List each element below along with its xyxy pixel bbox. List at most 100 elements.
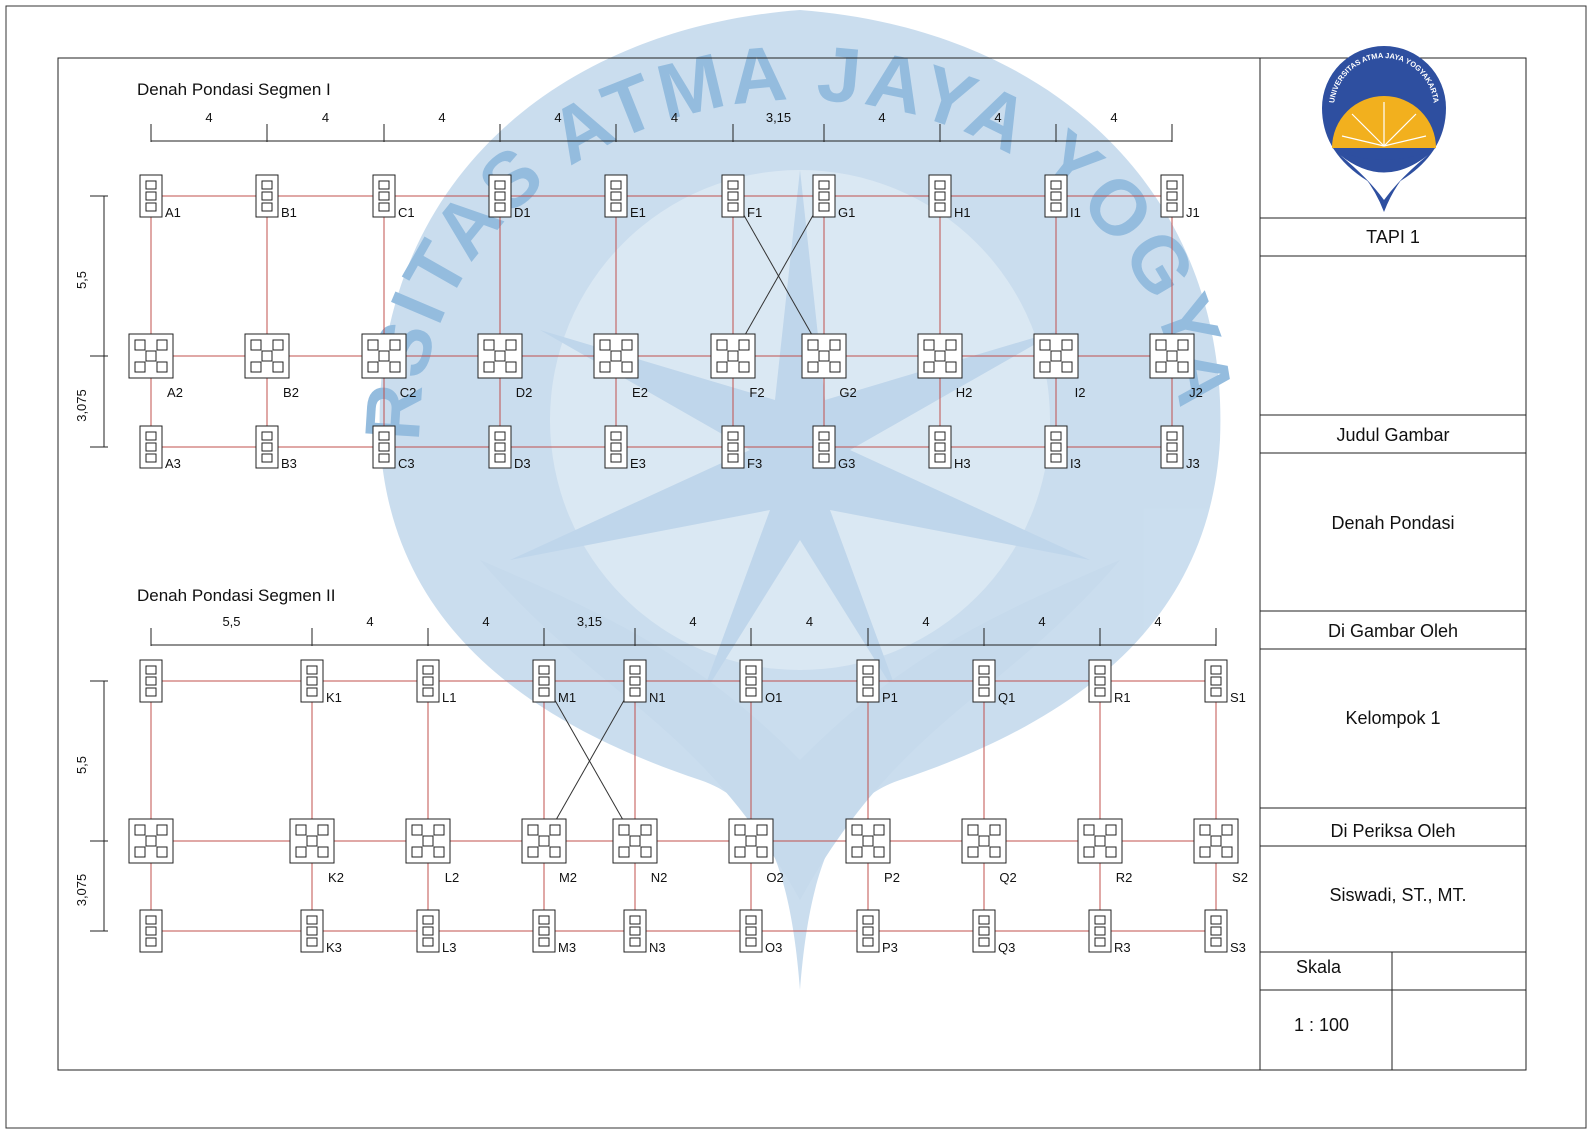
scale-label: Skala — [1296, 957, 1342, 977]
cross-brace — [543, 680, 636, 842]
title-block: UNIVERSITAS ATMA JAYA YOGYAKARTA TAPI 1 … — [1259, 46, 1526, 1070]
pad-footing — [372, 425, 396, 469]
dimension-label-x: 3,15 — [577, 614, 602, 629]
pad-footing — [721, 425, 745, 469]
footing-label: E1 — [630, 205, 646, 220]
footing-label: C3 — [398, 456, 415, 471]
scale-value: 1 : 100 — [1294, 1015, 1349, 1035]
pad-footing — [255, 174, 279, 218]
pad-footing — [416, 909, 440, 953]
dimension-label-y: 3,075 — [74, 389, 89, 422]
pad-footing — [961, 818, 1007, 864]
footing-label: Q1 — [998, 690, 1015, 705]
dimension-label-x: 4 — [1038, 614, 1045, 629]
footing-label: P3 — [882, 940, 898, 955]
pad-footing — [416, 659, 440, 703]
footing-label: S3 — [1230, 940, 1246, 955]
pad-footing — [928, 174, 952, 218]
pad-footing — [593, 333, 639, 379]
cross-brace — [732, 195, 825, 357]
footing-label: E3 — [630, 456, 646, 471]
dimension-label-x: 4 — [554, 110, 561, 125]
watermark-star — [510, 170, 1090, 700]
pad-footing — [1149, 333, 1195, 379]
pad-footing — [728, 818, 774, 864]
footing-label: L2 — [445, 870, 459, 885]
project-name: TAPI 1 — [1366, 227, 1420, 247]
pad-footing — [845, 818, 891, 864]
pad-footing — [812, 174, 836, 218]
pad-footing — [1160, 425, 1184, 469]
pad-footing — [1160, 174, 1184, 218]
footing-label: H1 — [954, 205, 971, 220]
footing-label: S1 — [1230, 690, 1246, 705]
drawn-by-label: Di Gambar Oleh — [1328, 621, 1458, 641]
footing-label: I2 — [1075, 385, 1086, 400]
footing-label: M3 — [558, 940, 576, 955]
drawing-title: Denah Pondasi — [1331, 513, 1454, 533]
dimension-label-y: 3,075 — [74, 874, 89, 907]
pad-footing — [532, 659, 556, 703]
dimension-label-x: 4 — [366, 614, 373, 629]
dimension-label-x: 4 — [689, 614, 696, 629]
pad-footing — [917, 333, 963, 379]
pad-footing — [1077, 818, 1123, 864]
pad-footing — [710, 333, 756, 379]
pad-footing — [801, 333, 847, 379]
segment-title: Denah Pondasi Segmen I — [137, 80, 331, 99]
checked-by: Siswadi, ST., MT. — [1329, 885, 1466, 905]
footing-label: R3 — [1114, 940, 1131, 955]
footing-label: G3 — [838, 456, 855, 471]
dimension-label-x: 4 — [1110, 110, 1117, 125]
pad-footing — [604, 174, 628, 218]
dimension-label-x: 4 — [482, 614, 489, 629]
footing-label: P1 — [882, 690, 898, 705]
footing-label: A3 — [165, 456, 181, 471]
pad-footing — [361, 333, 407, 379]
pad-footing — [244, 333, 290, 379]
footing-label: F3 — [747, 456, 762, 471]
footing-label: K3 — [326, 940, 342, 955]
pad-footing — [532, 909, 556, 953]
footing-label: B3 — [281, 456, 297, 471]
footing-label: M2 — [559, 870, 577, 885]
pad-footing — [289, 818, 335, 864]
pad-footing — [488, 425, 512, 469]
footing-label: K2 — [328, 870, 344, 885]
footing-label: P2 — [884, 870, 900, 885]
footing-label: I1 — [1070, 205, 1081, 220]
pad-footing — [139, 425, 163, 469]
pad-footing — [739, 909, 763, 953]
pad-footing — [1044, 425, 1068, 469]
footing-label: D1 — [514, 205, 531, 220]
pad-footing — [972, 659, 996, 703]
footing-label: J3 — [1186, 456, 1200, 471]
pad-footing — [928, 425, 952, 469]
footing-label: G2 — [839, 385, 856, 400]
footing-label: Q3 — [998, 940, 1015, 955]
pad-footing — [405, 818, 451, 864]
pad-footing — [300, 659, 324, 703]
pad-footing — [1204, 909, 1228, 953]
university-logo: UNIVERSITAS ATMA JAYA YOGYAKARTA — [1322, 46, 1446, 212]
dimension-label-x: 4 — [994, 110, 1001, 125]
footing-label: H3 — [954, 456, 971, 471]
dimension-label-x: 4 — [806, 614, 813, 629]
checked-by-label: Di Periksa Oleh — [1330, 821, 1455, 841]
footing-label: C1 — [398, 205, 415, 220]
dimension-label-x: 4 — [438, 110, 445, 125]
footing-label: D3 — [514, 456, 531, 471]
footing-label: J2 — [1189, 385, 1203, 400]
footing-label: K1 — [326, 690, 342, 705]
pad-footing — [1088, 659, 1112, 703]
footing-label: S2 — [1232, 870, 1248, 885]
pad-footing — [372, 174, 396, 218]
pad-footing — [1088, 909, 1112, 953]
footing-label: M1 — [558, 690, 576, 705]
footing-label: O3 — [765, 940, 782, 955]
footing-label: F2 — [749, 385, 764, 400]
footing-label: B2 — [283, 385, 299, 400]
